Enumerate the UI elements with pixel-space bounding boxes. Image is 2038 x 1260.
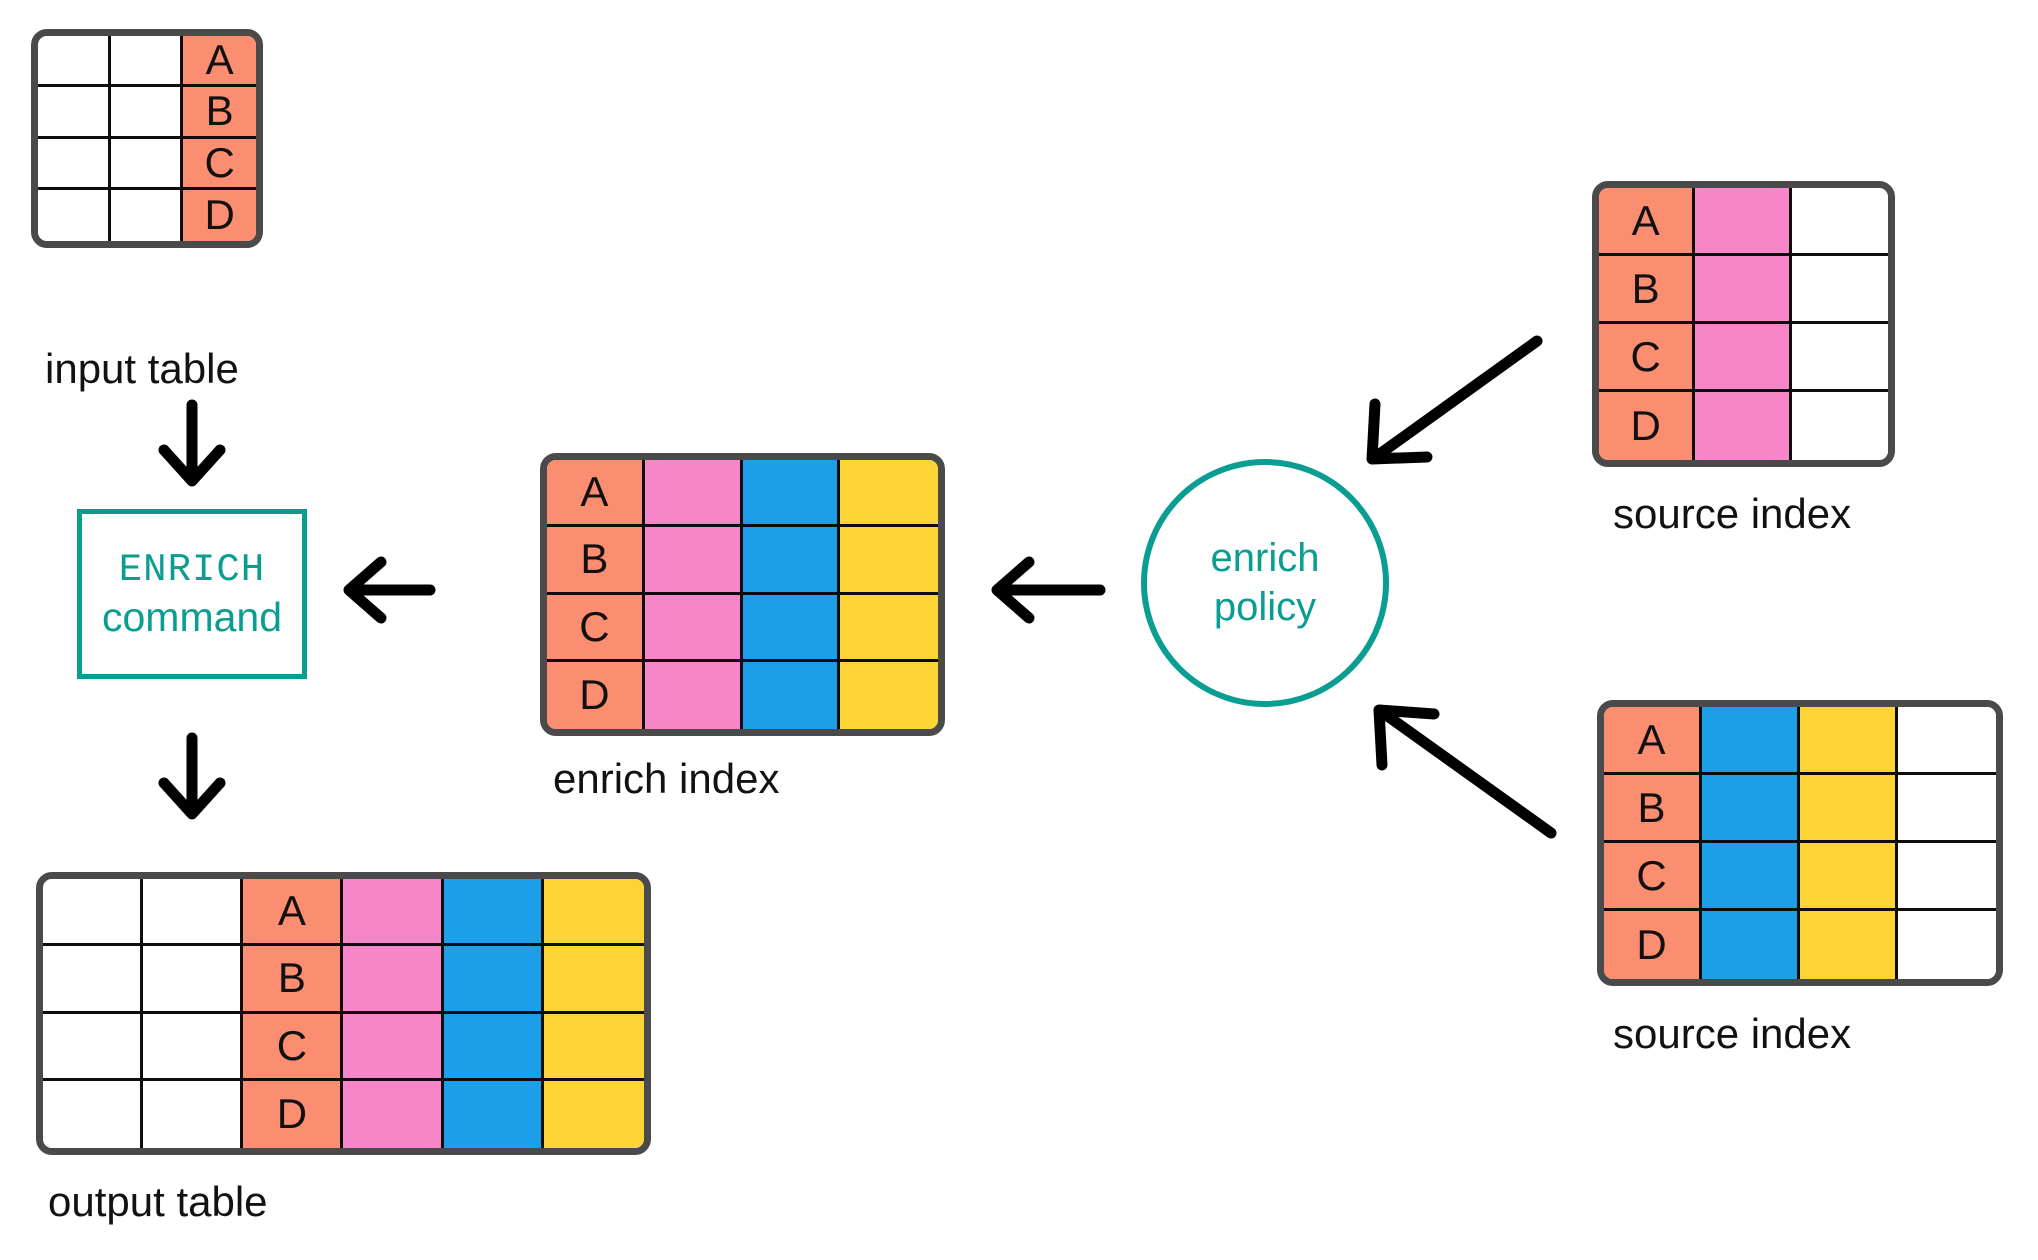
table-cell-key: B <box>1599 256 1696 324</box>
table-cell <box>1898 707 1996 775</box>
table-cell <box>1695 188 1792 256</box>
table-cell <box>110 138 184 190</box>
table-cell <box>1791 392 1888 460</box>
table-cell <box>1800 775 1898 843</box>
table-cell <box>1695 256 1792 324</box>
table-cell <box>1791 188 1888 256</box>
table-cell-key: D <box>1599 392 1696 460</box>
table-cell <box>1702 843 1800 911</box>
table-cell-key: B <box>243 946 344 1014</box>
enrich-command-word: command <box>101 593 282 640</box>
table-cell <box>38 87 111 139</box>
table-cell-key: C <box>243 1013 344 1081</box>
table-cell <box>644 594 743 662</box>
table-cell-key: C <box>183 138 256 190</box>
table-cell <box>43 1013 144 1081</box>
enrich-policy-line1: enrich <box>1210 536 1320 581</box>
table-cell <box>742 594 841 662</box>
table-cell <box>742 460 841 528</box>
table-cell-key: C <box>1604 843 1702 911</box>
table-cell <box>1800 707 1898 775</box>
table-cell <box>110 87 184 139</box>
table-cell <box>38 36 111 88</box>
table-cell <box>840 460 938 528</box>
table-cell <box>1898 911 1996 979</box>
source-index-bottom-caption: source index <box>1613 1010 1852 1057</box>
table-cell <box>1800 911 1898 979</box>
table-cell-key: B <box>1604 775 1702 843</box>
table-cell <box>1702 707 1800 775</box>
table-cell <box>43 1080 144 1148</box>
enrich-policy-circle[interactable]: enrich policy <box>1141 459 1389 707</box>
table-cell-key: D <box>1604 911 1702 979</box>
table-cell <box>343 946 444 1014</box>
table-cell <box>1898 843 1996 911</box>
table-cell <box>840 661 938 729</box>
enrich-command-box[interactable]: ENRICH command <box>77 509 307 679</box>
table-cell <box>443 879 544 947</box>
enrich-command-keyword: ENRICH <box>118 547 266 592</box>
table-cell <box>110 189 184 241</box>
table-cell-key: C <box>547 594 645 662</box>
table-cell <box>840 594 938 662</box>
enrich-index-caption: enrich index <box>553 755 780 802</box>
table-cell <box>343 1013 444 1081</box>
table-cell-key: A <box>183 36 256 88</box>
table-cell <box>110 36 184 88</box>
table-cell <box>1791 324 1888 392</box>
table-cell-key: D <box>243 1080 344 1148</box>
table-cell <box>443 1080 544 1148</box>
table-cell <box>1702 911 1800 979</box>
table-cell <box>1702 775 1800 843</box>
table-cell-key: B <box>183 87 256 139</box>
source-index-top-caption: source index <box>1613 490 1852 537</box>
table-cell <box>543 1013 644 1081</box>
table-cell <box>1695 324 1792 392</box>
table-cell <box>38 189 111 241</box>
table-cell <box>443 946 544 1014</box>
table-cell-key: D <box>183 189 256 241</box>
table-cell-key: D <box>547 661 645 729</box>
table-cell <box>1898 775 1996 843</box>
table-cell <box>644 460 743 528</box>
table-cell <box>143 1013 244 1081</box>
table-cell <box>443 1013 544 1081</box>
table-cell <box>343 879 444 947</box>
table-cell <box>543 946 644 1014</box>
table-cell-key: B <box>547 527 645 595</box>
table-cell <box>742 661 841 729</box>
output-table-caption: output table <box>48 1178 268 1225</box>
table-cell <box>644 661 743 729</box>
table-cell <box>43 946 144 1014</box>
table-cell <box>38 138 111 190</box>
table-cell-key: A <box>1599 188 1696 256</box>
table-cell-key: A <box>243 879 344 947</box>
table-cell <box>1695 392 1792 460</box>
table-cell <box>1800 843 1898 911</box>
table-cell-key: A <box>1604 707 1702 775</box>
table-cell-key: A <box>547 460 645 528</box>
table-cell-key: C <box>1599 324 1696 392</box>
table-cell <box>742 527 841 595</box>
table-cell <box>43 879 144 947</box>
table-cell <box>543 1080 644 1148</box>
table-cell <box>143 946 244 1014</box>
table-cell <box>644 527 743 595</box>
table-cell <box>143 1080 244 1148</box>
table-cell <box>840 527 938 595</box>
enrich-policy-line2: policy <box>1213 585 1317 629</box>
input-table-caption: input table <box>45 345 239 392</box>
table-cell <box>1791 256 1888 324</box>
table-cell <box>343 1080 444 1148</box>
table-cell <box>543 879 644 947</box>
table-cell <box>143 879 244 947</box>
